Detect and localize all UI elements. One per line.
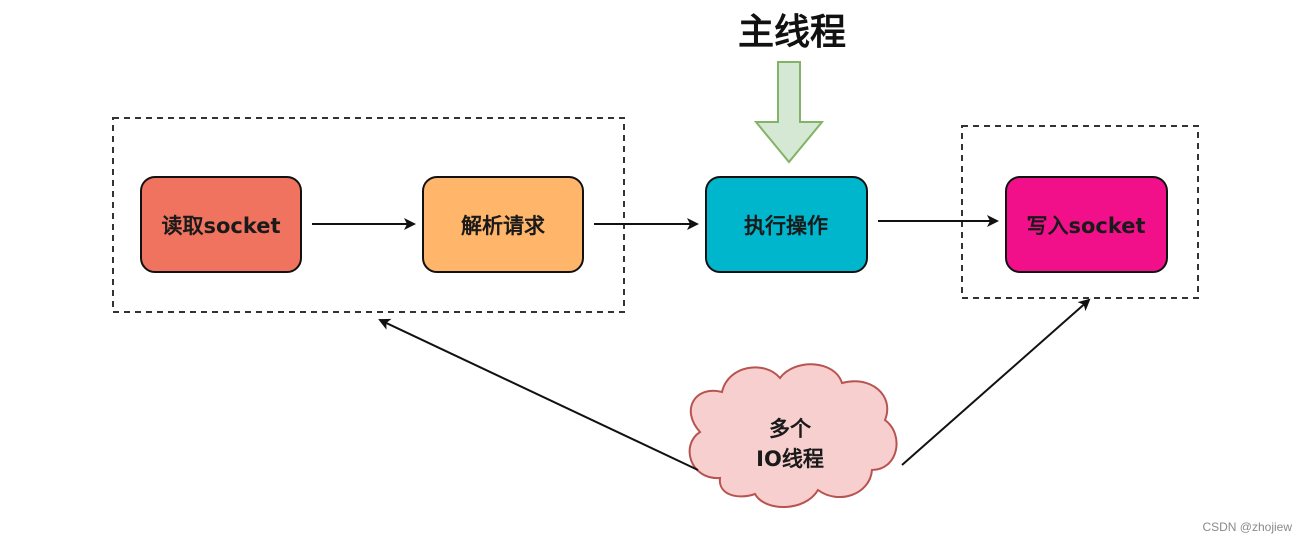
write-socket-box [1005, 176, 1168, 273]
main-thread-arrow [753, 61, 825, 164]
execute-operation-node: 执行操作 [705, 176, 868, 273]
write-socket-node: 写入socket [1005, 176, 1168, 273]
read-socket-node: 读取socket [140, 176, 302, 273]
arrow-io-to-read-group [378, 318, 699, 471]
execute-operation-box [705, 176, 868, 273]
read-socket-label: 读取socket [161, 214, 280, 238]
execute-operation-label: 执行操作 [744, 214, 828, 238]
main-thread-title: 主线程 [738, 12, 846, 53]
io-threads-label-line2: IO线程 [756, 447, 824, 471]
arrow-io-to-write-group [901, 298, 1091, 466]
csdn-watermark: CSDN @zhojiew [1202, 520, 1292, 534]
io-threads-label-line1: 多个 [769, 417, 812, 441]
write-socket-label: 写入socket [1026, 214, 1145, 238]
parse-request-label: 解析请求 [461, 214, 545, 238]
io-read-group [112, 117, 625, 313]
io-write-group [961, 125, 1199, 299]
io-threads-cloud-shape [688, 363, 898, 508]
parse-request-node: 解析请求 [422, 176, 584, 273]
read-socket-box [140, 176, 302, 273]
parse-request-box [422, 176, 584, 273]
io-threads-cloud: 多个 IO线程 [688, 363, 898, 508]
